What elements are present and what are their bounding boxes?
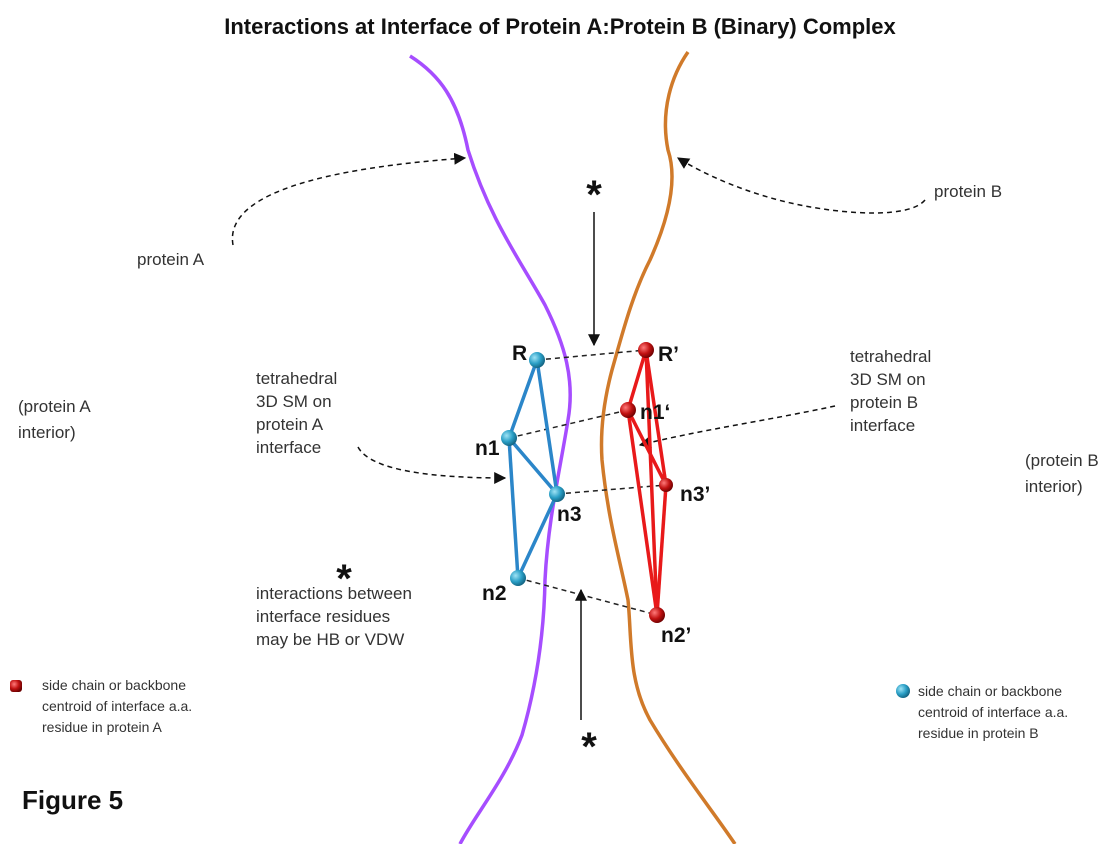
interaction-line-n3: [556, 484, 667, 495]
label-a-n2: n2: [482, 582, 507, 605]
interaction-line-r: [536, 349, 647, 361]
label-b-n2: n2’: [661, 624, 691, 647]
top-asterisk: *: [586, 173, 602, 217]
legend-red: side chain or backbone centroid of inter…: [10, 677, 192, 735]
node-b-n1: [620, 402, 636, 418]
node-a-n1: [501, 430, 517, 446]
svg-text:interior): interior): [1025, 477, 1083, 496]
node-a-r: [529, 352, 545, 368]
legend-red-marker: [10, 680, 22, 692]
protein-a-pointer-arrow: [231, 152, 467, 246]
node-b-r: [638, 342, 654, 358]
note-asterisk: *: [336, 557, 352, 601]
protein-a-interior-note: (protein A interior): [18, 397, 91, 442]
svg-text:interface: interface: [256, 438, 321, 457]
svg-text:(protein A: (protein A: [18, 397, 91, 416]
tetra-a-note: tetrahedral 3D SM on protein A interface: [256, 369, 337, 457]
label-a-n3: n3: [557, 503, 582, 526]
svg-text:tetrahedral: tetrahedral: [256, 369, 337, 388]
label-b-n3: n3’: [680, 483, 710, 506]
svg-text:centroid of interface a.a.: centroid of interface a.a.: [918, 704, 1068, 720]
figure-label: Figure 5: [22, 785, 123, 815]
tetra-b-note: tetrahedral 3D SM on protein B interface: [850, 347, 931, 435]
legend-blue: side chain or backbone centroid of inter…: [896, 683, 1068, 741]
svg-text:interior): interior): [18, 423, 76, 442]
svg-text:(protein B: (protein B: [1025, 451, 1099, 470]
svg-text:3D SM on: 3D SM on: [256, 392, 332, 411]
svg-text:protein A: protein A: [256, 415, 324, 434]
svg-text:residue in protein A: residue in protein A: [42, 719, 163, 735]
tetrahedron-b: [626, 348, 668, 616]
interaction-line-n1: [508, 409, 629, 439]
tetra-b-pointer-arrow: [638, 405, 836, 449]
svg-text:side chain or backbone: side chain or backbone: [918, 683, 1062, 699]
svg-text:3D SM on: 3D SM on: [850, 370, 926, 389]
diagram-title: Interactions at Interface of Protein A:P…: [224, 14, 896, 39]
interactions-note: interactions between interface residues …: [256, 584, 412, 649]
tetra-a-pointer-arrow: [357, 446, 507, 484]
protein-b-pointer-arrow: [676, 157, 926, 214]
tetrahedron-a: [507, 358, 559, 579]
node-a-n2: [510, 570, 526, 586]
svg-text:interactions between: interactions between: [256, 584, 412, 603]
legend-blue-marker: [896, 684, 910, 698]
svg-text:interface: interface: [850, 416, 915, 435]
svg-text:may be HB or VDW: may be HB or VDW: [256, 630, 404, 649]
node-b-n3: [659, 478, 673, 492]
label-b-r: R’: [658, 343, 679, 366]
svg-text:side chain or backbone: side chain or backbone: [42, 677, 186, 693]
label-a-r: R: [512, 342, 527, 365]
label-a-n1: n1: [475, 437, 500, 460]
interaction-line-n2: [517, 577, 658, 616]
svg-text:residue in protein B: residue in protein B: [918, 725, 1039, 741]
protein-a-label: protein A: [137, 250, 205, 269]
protein-b-interior-note: (protein B interior): [1025, 451, 1099, 496]
protein-b-boundary: [599, 51, 737, 844]
bottom-asterisk: *: [581, 725, 597, 769]
svg-text:protein B: protein B: [850, 393, 918, 412]
label-b-n1: n1‘: [640, 401, 670, 424]
protein-b-label: protein B: [934, 182, 1002, 201]
node-b-n2: [649, 607, 665, 623]
protein-a-boundary: [409, 54, 572, 844]
svg-text:centroid of interface a.a.: centroid of interface a.a.: [42, 698, 192, 714]
svg-text:interface residues: interface residues: [256, 607, 390, 626]
node-a-n3: [549, 486, 565, 502]
svg-text:tetrahedral: tetrahedral: [850, 347, 931, 366]
